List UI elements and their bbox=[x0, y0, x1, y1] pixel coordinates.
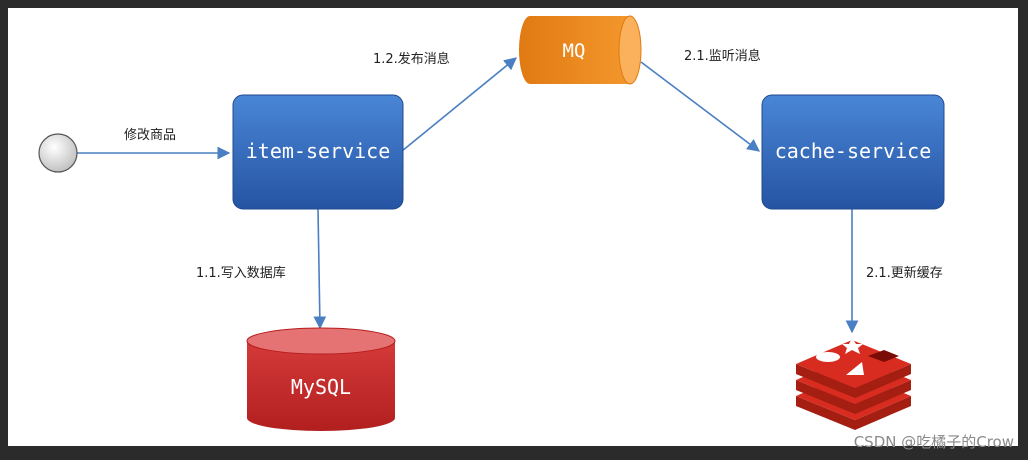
edge-label-publish-message: 1.2.发布消息 bbox=[373, 52, 450, 67]
mq-label: MQ bbox=[563, 40, 586, 62]
watermark: CSDN @吃橘子的Crow bbox=[853, 433, 1014, 451]
edge-listen-message bbox=[640, 61, 761, 152]
cache-service-node: cache-service bbox=[761, 94, 945, 210]
edge-label-listen-message: 2.1.监听消息 bbox=[684, 49, 761, 64]
mq-node: MQ bbox=[519, 15, 642, 85]
cache-service-label: cache-service bbox=[775, 139, 932, 163]
edge-write-database bbox=[313, 208, 327, 330]
edge-label-write-database: 1.1.写入数据库 bbox=[196, 266, 286, 281]
edge-publish-message bbox=[401, 57, 517, 152]
item-service-label: item-service bbox=[246, 139, 391, 163]
item-service-node: item-service bbox=[232, 94, 404, 210]
redis-logo-icon bbox=[796, 338, 911, 430]
mysql-label: MySQL bbox=[291, 375, 351, 399]
start-node bbox=[38, 133, 78, 173]
mysql-node: MySQL bbox=[246, 327, 396, 431]
edge-label-modify-product: 修改商品 bbox=[124, 128, 177, 143]
edge-label-update-cache: 2.1.更新缓存 bbox=[866, 266, 943, 281]
